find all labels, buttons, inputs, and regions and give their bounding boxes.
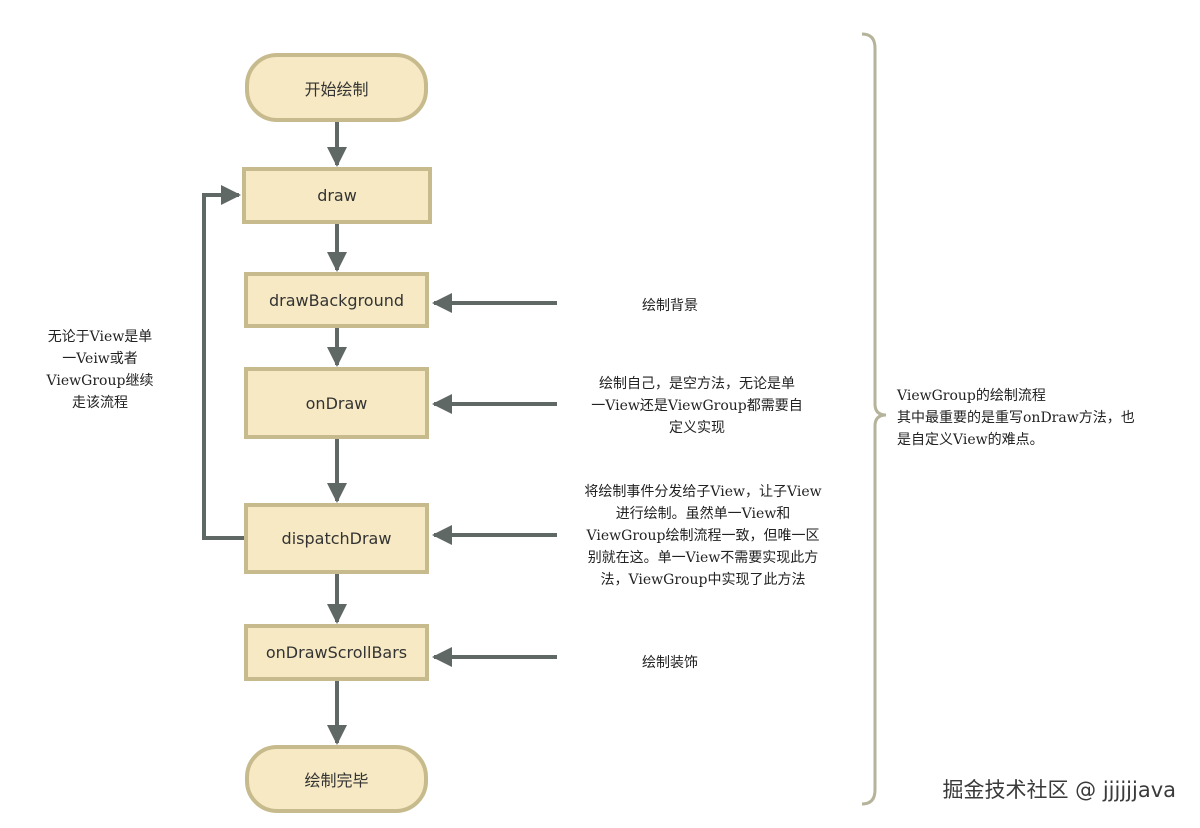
draw-background-note: 绘制背景 — [600, 295, 740, 317]
loop-note: 无论于View是单 一Veiw或者 ViewGroup继续 走该流程 — [30, 326, 170, 414]
scroll-bars-note-line: 绘制装饰 — [642, 655, 698, 671]
scroll-bars-note: 绘制装饰 — [600, 652, 740, 674]
watermark: 掘金技术社区 @ jjjjjjava — [942, 778, 1176, 802]
on-draw-scroll-bars-node: onDrawScrollBars — [244, 624, 429, 681]
end-node: 绘制完毕 — [245, 745, 428, 813]
summary-note-line: 其中最重要的是重写onDraw方法，也 — [897, 410, 1135, 426]
draw-background-note-line: 绘制背景 — [642, 298, 698, 314]
summary-note-line: ViewGroup的绘制流程 — [897, 388, 1046, 404]
loop-note-line: ViewGroup继续 — [46, 373, 154, 389]
summary-brace — [861, 32, 887, 806]
loop-note-line: 无论于View是单 — [47, 329, 153, 345]
on-draw-note-line: 定义实现 — [669, 420, 725, 436]
on-draw-note-line: 一View还是ViewGroup都需要自 — [591, 398, 803, 414]
dispatch-draw-node: dispatchDraw — [244, 503, 429, 574]
dispatch-draw-note-line: 别就在这。单一View不需要实现此方 — [587, 550, 819, 566]
loop-note-line: 走该流程 — [72, 395, 128, 411]
dispatch-draw-note: 将绘制事件分发给子View，让子View 进行绘制。虽然单一View和 View… — [548, 481, 858, 591]
on-draw-note: 绘制自己，是空方法，无论是单 一View还是ViewGroup都需要自 定义实现 — [562, 373, 832, 439]
summary-note: ViewGroup的绘制流程 其中最重要的是重写onDraw方法，也 是自定义V… — [897, 385, 1187, 451]
summary-note-line: 是自定义View的难点。 — [897, 432, 1044, 448]
dispatch-draw-note-line: 法，ViewGroup中实现了此方法 — [600, 572, 806, 588]
start-node: 开始绘制 — [245, 53, 428, 122]
dispatch-draw-note-line: 进行绘制。虽然单一View和 — [615, 506, 791, 522]
on-draw-note-line: 绘制自己，是空方法，无论是单 — [599, 376, 795, 392]
on-draw-node: onDraw — [244, 367, 429, 439]
dispatch-draw-note-line: 将绘制事件分发给子View，让子View — [584, 484, 822, 500]
arrow-loop-back — [202, 185, 244, 540]
loop-note-line: 一Veiw或者 — [62, 351, 138, 367]
draw-node: draw — [242, 167, 432, 224]
dispatch-draw-note-line: ViewGroup绘制流程一致，但唯一区 — [586, 528, 820, 544]
draw-background-node: drawBackground — [244, 272, 429, 328]
